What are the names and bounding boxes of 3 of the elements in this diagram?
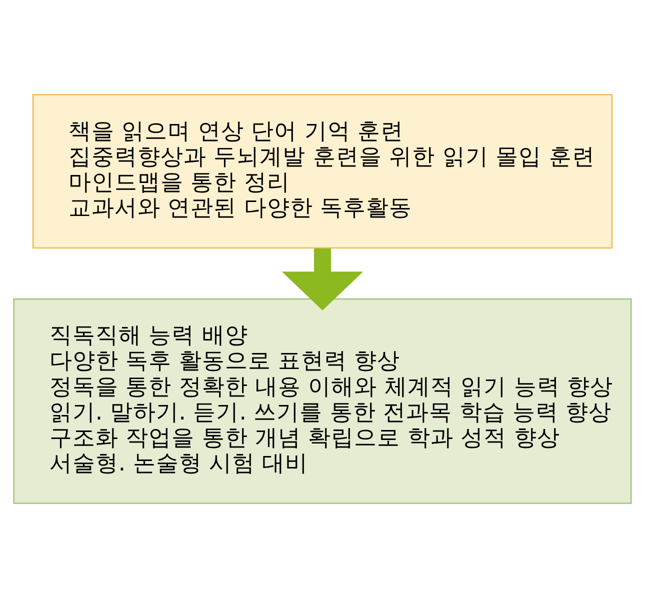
node-box: 직독직해 능력 배양 다양한 독후 활동으로 표현력 향상 정독을 통한 정확한 내용 이해와 체계적 읽기 능력 향상 읽기. 말하기. 듣기. 쓰기를 통한 전과목 학습 능력 향상 구조화 작업을 통한 개념 확립으로 학과 성적 향상 서술형. 논술형 시험 대비 [13, 298, 632, 504]
arrow [282, 248, 364, 310]
node-box: 책을 읽으며 연상 단어 기억 훈련 집중력향상과 두뇌계발 훈련을 위한 읽기 몰입 훈련 마인드맵을 통한 정리 교과서와 연관된 다양한 독후활동 [32, 93, 613, 248]
